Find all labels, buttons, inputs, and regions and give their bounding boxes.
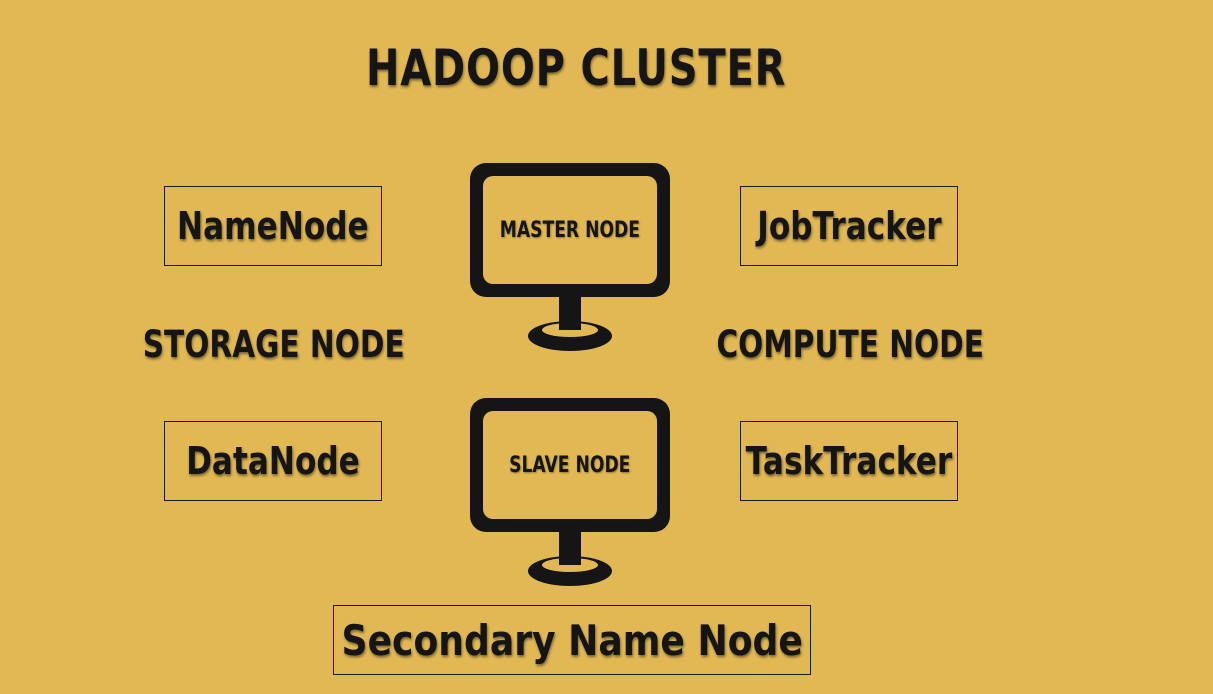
diagram-title: HADOOP CLUSTER (366, 39, 787, 97)
compute-node-text: COMPUTE NODE (716, 322, 984, 366)
slave-node-monitor: SLAVE NODE (467, 395, 673, 591)
jobtracker-label: JobTracker (756, 204, 942, 248)
namenode-label: NameNode (177, 204, 369, 248)
monitor-icon (470, 398, 670, 586)
monitor-icon (470, 163, 670, 351)
secondary-name-node-label: Secondary Name Node (341, 615, 803, 665)
jobtracker-box: JobTracker (740, 186, 958, 266)
datanode-label: DataNode (186, 439, 360, 483)
storage-node-label: STORAGE NODE (143, 318, 405, 370)
namenode-box: NameNode (164, 186, 382, 266)
master-node-monitor: MASTER NODE (467, 160, 673, 356)
master-node-text: MASTER NODE (499, 217, 641, 243)
secondary-name-node-box: Secondary Name Node (333, 605, 811, 675)
storage-node-text: STORAGE NODE (143, 322, 405, 366)
slave-node-text: SLAVE NODE (509, 452, 631, 478)
compute-node-label: COMPUTE NODE (714, 318, 986, 370)
tasktracker-label: TaskTracker (745, 439, 953, 483)
tasktracker-box: TaskTracker (740, 421, 958, 501)
datanode-box: DataNode (164, 421, 382, 501)
